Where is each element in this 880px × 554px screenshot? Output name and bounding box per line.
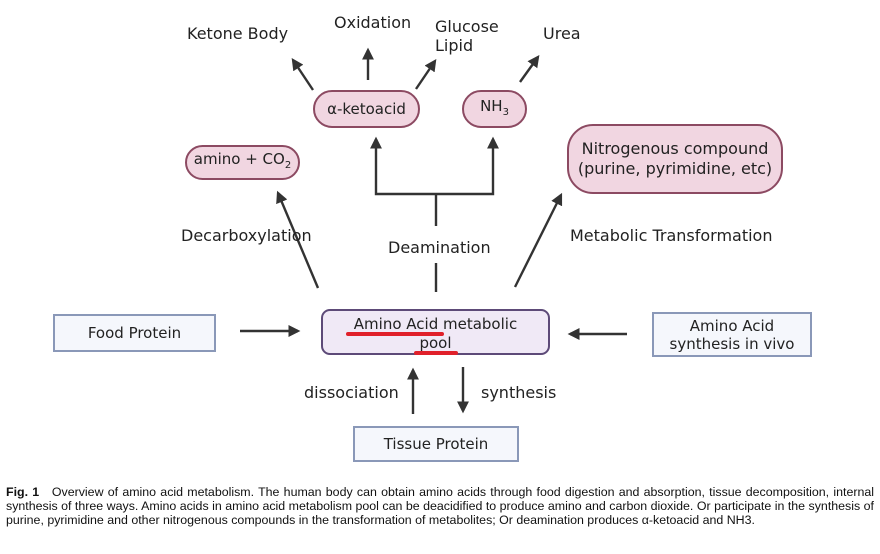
label-urea: Urea [543,24,581,43]
node-food-protein-label: Food Protein [87,324,182,342]
nh3-main: NH [480,96,503,115]
node-amino-acid-synthesis-in-vivo: Amino Acid synthesis in vivo [652,312,812,357]
arrow-to-glucose-lipid [415,59,437,90]
label-synthesis: synthesis [481,383,557,402]
synthesis-in-vivo-line1: Amino Acid [689,316,775,335]
node-synthesis-in-vivo-label: Amino Acid synthesis in vivo [670,317,795,353]
node-tissue-protein-label: Tissue Protein [383,435,489,453]
nitrogenous-line1: Nitrogenous compound [581,139,769,158]
diagram-arrows [240,47,627,414]
node-nitrogenous-compound-label: Nitrogenous compound (purine, pyrimidine… [578,139,772,179]
deamination-branch [370,136,436,196]
nh3-subscript: 3 [502,106,509,118]
figure-caption-text: Overview of amino acid metabolism. The h… [6,485,874,527]
node-amino-co2-label: amino + CO2 [194,149,291,176]
node-tissue-protein: Tissue Protein [353,426,519,462]
deamination-branch-right [436,136,499,196]
arrow-to-ketone-body [291,58,314,91]
pool-line1: Amino Acid metabolic [353,315,518,333]
label-deamination: Deamination [388,238,491,257]
label-dissociation: dissociation [304,383,399,402]
arrow-metabolic-transformation [513,192,563,288]
label-decarboxylation: Decarboxylation [181,226,312,245]
node-amino-co2: amino + CO2 [185,145,300,180]
node-alpha-ketoacid: α-ketoacid [313,90,420,128]
label-oxidation: Oxidation [334,13,412,32]
label-glucose-lipid: Glucose Lipid [435,17,499,55]
node-nitrogenous-compound: Nitrogenous compound (purine, pyrimidine… [567,124,783,194]
node-alpha-ketoacid-label: α-ketoacid [327,100,406,118]
co2-subscript: 2 [284,160,292,171]
pool-line2: pool [419,334,452,352]
synthesis-in-vivo-line2: synthesis in vivo [669,334,795,353]
arrow-to-urea [519,55,540,83]
nitrogenous-line2: (purine, pyrimidine, etc) [577,159,773,178]
label-metabolic-transformation: Metabolic Transformation [570,226,773,245]
arrow-decarboxylation [276,190,320,289]
label-ketone-body: Ketone Body [187,24,289,43]
node-nh3-label: NH3 [480,96,509,123]
node-food-protein: Food Protein [53,314,216,352]
amino-co2-main: amino + CO [193,150,285,168]
highlight-underline-amino-acid [346,332,444,336]
figure-label: Fig. 1 [6,485,40,499]
label-lipid: Lipid [435,36,474,55]
highlight-underline-pool [414,351,458,355]
figure-caption: Fig. 1 Overview of amino acid metabolism… [6,485,874,527]
label-glucose: Glucose [435,17,499,36]
node-nh3: NH3 [462,90,527,128]
